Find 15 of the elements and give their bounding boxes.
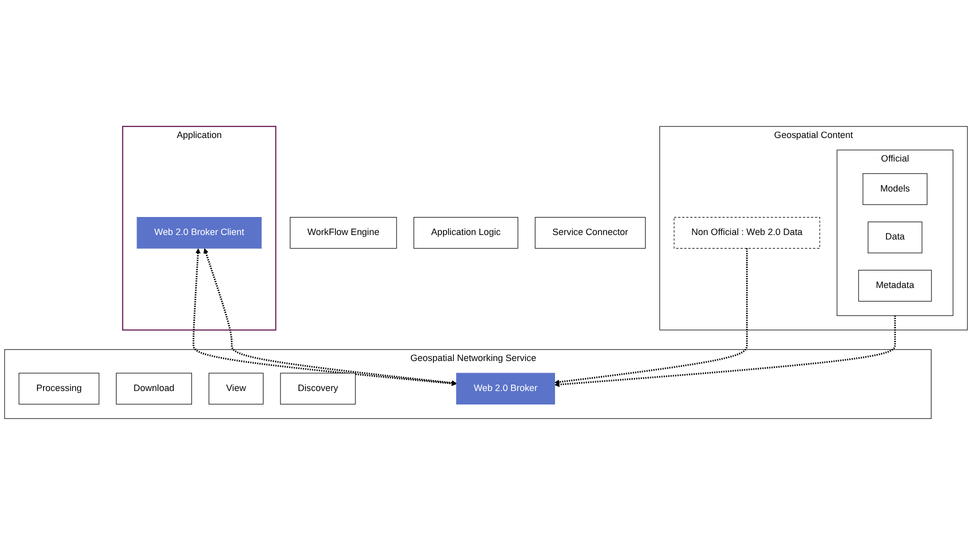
node-box: Non Official : Web 2.0 Data bbox=[674, 217, 820, 249]
node-box: Metadata bbox=[858, 270, 932, 302]
node-box: Data bbox=[868, 222, 922, 254]
node-box: Web 2.0 Broker bbox=[456, 372, 556, 404]
arrow bbox=[554, 316, 896, 388]
node-box: View bbox=[208, 372, 264, 404]
arrow bbox=[554, 248, 748, 385]
node-box: Discovery bbox=[280, 372, 356, 404]
node-box: Download bbox=[116, 372, 192, 404]
node-box: WorkFlow Engine bbox=[290, 217, 397, 249]
node-box: Models bbox=[862, 173, 928, 205]
node-box: Processing bbox=[18, 372, 100, 404]
node-box: Application Logic bbox=[414, 217, 518, 249]
node-box: Web 2.0 Broker Client bbox=[136, 217, 262, 249]
node-box: Service Connector bbox=[534, 217, 646, 249]
